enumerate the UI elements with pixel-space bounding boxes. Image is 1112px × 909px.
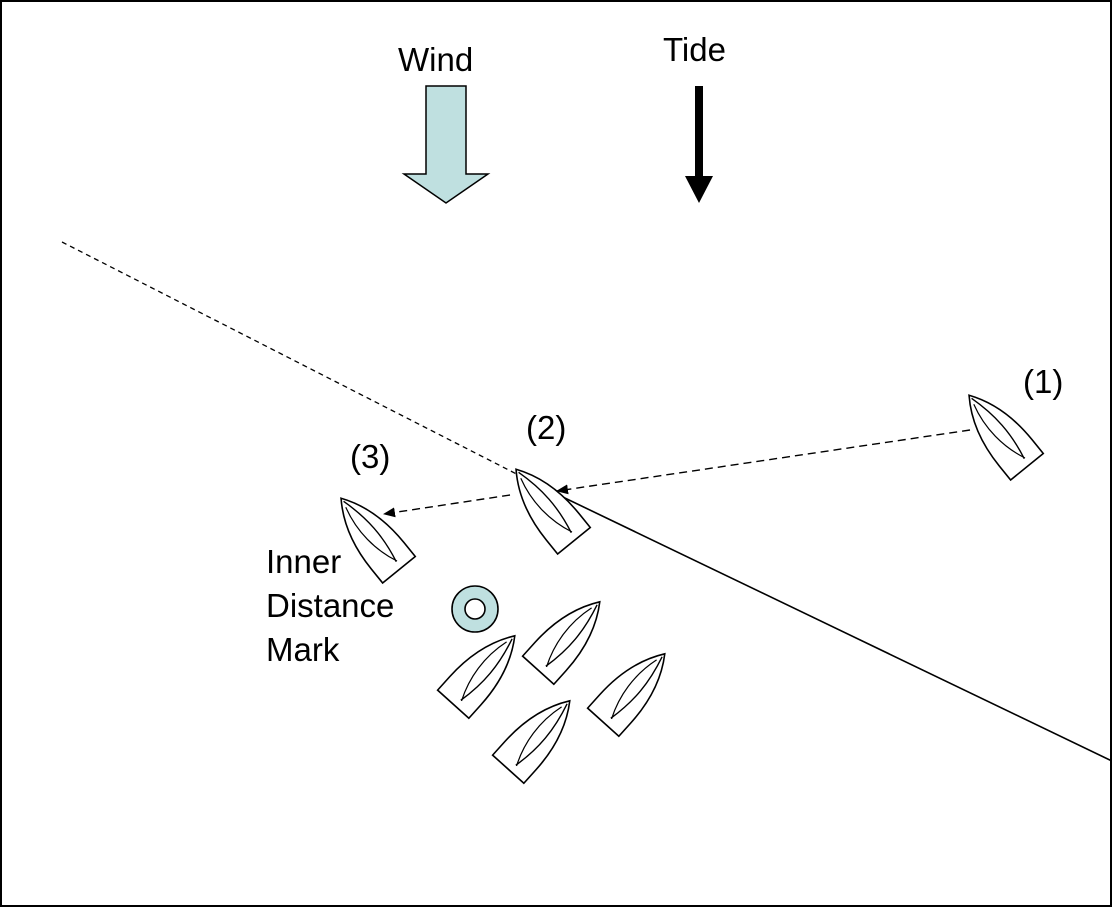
start-line-dashed: [61, 241, 543, 488]
track-arrow-1-to-2: [556, 429, 971, 495]
position-1-label: (1): [1023, 363, 1064, 400]
start-line-solid: [541, 486, 1112, 762]
position-3-label: (3): [350, 438, 391, 475]
tide-arrow-icon: [685, 86, 713, 203]
tide-label: Tide: [663, 31, 726, 68]
fleet-boat: [436, 620, 532, 720]
position-2-label: (2): [526, 409, 567, 446]
fleet-boat: [521, 586, 617, 686]
mark-label-line-1: Inner: [266, 543, 342, 580]
inner-distance-mark-label: Inner Distance Mark: [266, 540, 394, 672]
boat-position-2: [498, 455, 592, 555]
distance-mark-buoy-icon: [451, 585, 499, 633]
mark-label-line-2: Distance: [266, 587, 395, 624]
fleet-boat: [491, 685, 587, 785]
wind-arrow-icon: [401, 85, 491, 204]
mark-label-line-3: Mark: [266, 631, 340, 668]
fleet-boat: [586, 638, 682, 738]
wind-label: Wind: [398, 41, 474, 78]
track-arrow-2-to-3: [383, 494, 511, 518]
